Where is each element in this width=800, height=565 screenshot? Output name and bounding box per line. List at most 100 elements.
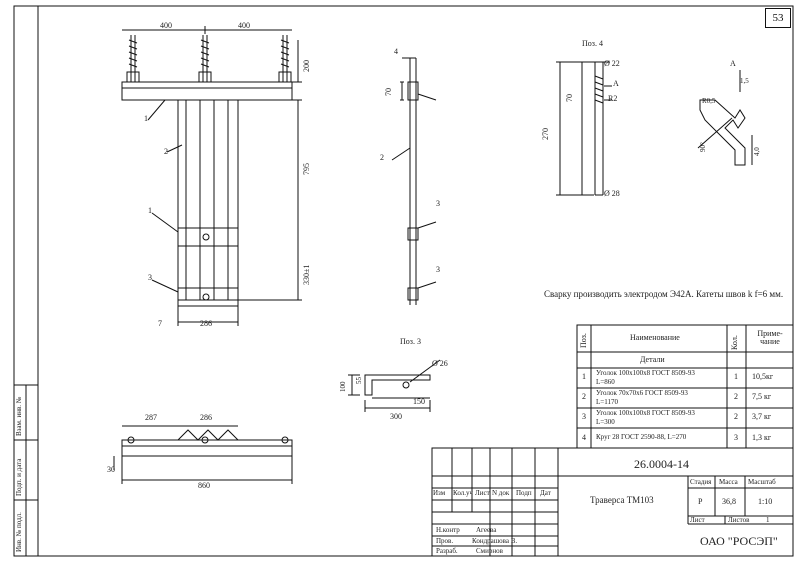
dim-200: 200 [302, 60, 311, 72]
spec-row-3-name: Уголок 100х100х8 ГОСТ 8509-93 [596, 409, 695, 417]
leader-1b: 1 [148, 206, 152, 215]
dim-400-right: 400 [238, 21, 250, 30]
leader-2: 2 [164, 147, 168, 156]
side-strip [14, 384, 38, 556]
sheet-number: 53 [765, 8, 791, 28]
welding-note: Сварку производить электродом Э42А. Кате… [544, 289, 784, 299]
spec-header-qty: Кол. [730, 335, 739, 350]
leader-1a: 1 [144, 114, 148, 123]
spec-row-3-note: 3,7 кг [752, 412, 772, 421]
stamp-col-dat: Дат [540, 489, 551, 497]
spec-header-pos: Поз. [579, 333, 588, 348]
side-leader-3a: 3 [436, 199, 440, 208]
pos3-view [348, 359, 441, 412]
side-label-podp: Подп. и дата [15, 458, 23, 496]
spec-row-3-pos: 3 [582, 412, 586, 421]
spec-row-2-name: Уголок 70х70х6 ГОСТ 8509-93 [596, 389, 688, 397]
pos3-d26: Ø 26 [432, 359, 448, 368]
spec-row-2-qty: 2 [734, 392, 738, 401]
stamp-col-izm: Изм [433, 489, 446, 497]
side-label-vzam: Взам. инв. № [15, 396, 23, 436]
pos3-300: 300 [390, 412, 402, 421]
spec-row-2-sub: L=1170 [596, 398, 618, 406]
spec-row-1-sub: L=860 [596, 378, 615, 386]
bottom-view [113, 425, 293, 484]
bottom-dim-286: 286 [200, 413, 212, 422]
detail-a-15: 1,5 [740, 77, 749, 85]
stamp-col-kol: Кол.уч [453, 489, 473, 497]
stamp-col-list: Лист [475, 489, 490, 497]
stamp-stage-header: Стадия [690, 478, 712, 486]
drawing-code: 26.0004-14 [634, 457, 689, 471]
dim-400-left: 400 [160, 21, 172, 30]
detail-a [697, 70, 753, 166]
stamp-mass-header: Масса [719, 478, 738, 486]
spec-row-1-qty: 1 [734, 372, 738, 381]
bottom-dim-30: 30 [107, 465, 115, 474]
stamp-role-nkontr: Н.контр [436, 526, 460, 534]
side-leader-4: 4 [394, 47, 398, 56]
side-dim-70: 70 [384, 88, 393, 96]
spec-row-4-pos: 4 [582, 433, 586, 442]
side-leader-2: 2 [380, 153, 384, 162]
dim-286: 286 [200, 319, 212, 328]
bottom-dim-287: 287 [145, 413, 157, 422]
spec-section: Детали [640, 355, 665, 364]
pos4-view [556, 61, 612, 196]
pos4-A: A [613, 79, 619, 88]
spec-row-3-sub: L=300 [596, 418, 615, 426]
side-view [391, 57, 437, 305]
stamp-name-1: Агеева [476, 526, 497, 534]
pos4-R2: R2 [608, 94, 618, 103]
top-angle [121, 81, 293, 101]
stamp-list-label: Лист [690, 516, 705, 524]
dim-7: 7 [158, 319, 162, 328]
main-view [121, 26, 302, 326]
pos3-100: 100 [339, 381, 347, 393]
side-leader-3b: 3 [436, 265, 440, 274]
pos4-title: Поз. 4 [582, 39, 603, 48]
spec-header-note: Приме-чание [757, 329, 783, 346]
pos4-70: 70 [565, 94, 574, 102]
detail-a-title: A [730, 59, 736, 68]
pos3-150: 150 [413, 397, 425, 406]
bolts [126, 35, 292, 83]
vertical-bars [177, 99, 239, 301]
stamp-role-razrab: Разраб. [436, 547, 458, 555]
pos4-270: 270 [541, 128, 550, 140]
dim-330: 330±1 [302, 264, 311, 285]
spec-row-4-qty: 3 [734, 433, 738, 442]
side-label-inv: Инв. № подл. [15, 512, 23, 552]
pos4-d22: Ø 22 [604, 59, 620, 68]
spec-row-3-qty: 2 [734, 412, 738, 421]
detail-a-r05: R0,5 [702, 97, 716, 105]
spec-row-2-note: 7,5 кг [752, 392, 772, 401]
spec-row-1-pos: 1 [582, 372, 586, 381]
stamp-col-ndok: N док [492, 489, 510, 497]
stamp-listov-value: 1 [766, 516, 770, 524]
title-block-lines [431, 447, 794, 557]
stamp-scale-header: Масштаб [748, 478, 776, 486]
product-title: Траверса ТМ103 [590, 495, 654, 505]
bottom-clamp [177, 287, 239, 307]
bottom-dim-860: 860 [198, 481, 210, 490]
stamp-stage-value: Р [698, 497, 703, 506]
company-name: ОАО "РОСЭП" [700, 534, 778, 548]
spec-row-2-pos: 2 [582, 392, 586, 401]
stamp-name-2: Кондрашова В. [472, 537, 518, 545]
stamp-role-prov: Пров. [436, 537, 454, 545]
pos3-title: Поз. 3 [400, 337, 421, 346]
spec-row-1-name: Уголок 100х100х8 ГОСТ 8509-93 [596, 369, 695, 377]
stamp-listov-label: Листов [728, 516, 750, 524]
spec-row-1-note: 10,5кг [752, 372, 774, 381]
stamp-mass-value: 36,8 [722, 497, 736, 506]
leader-3: 3 [148, 273, 152, 282]
dim-795: 795 [302, 163, 311, 175]
inner-frame [37, 5, 794, 557]
middle-clamp [177, 227, 239, 247]
pos3-55: 55 [355, 377, 363, 384]
spec-row-4-note: 1,3 кг [752, 433, 772, 442]
detail-a-90: 90° [699, 142, 707, 152]
pos4-d28: Ø 28 [604, 189, 620, 198]
